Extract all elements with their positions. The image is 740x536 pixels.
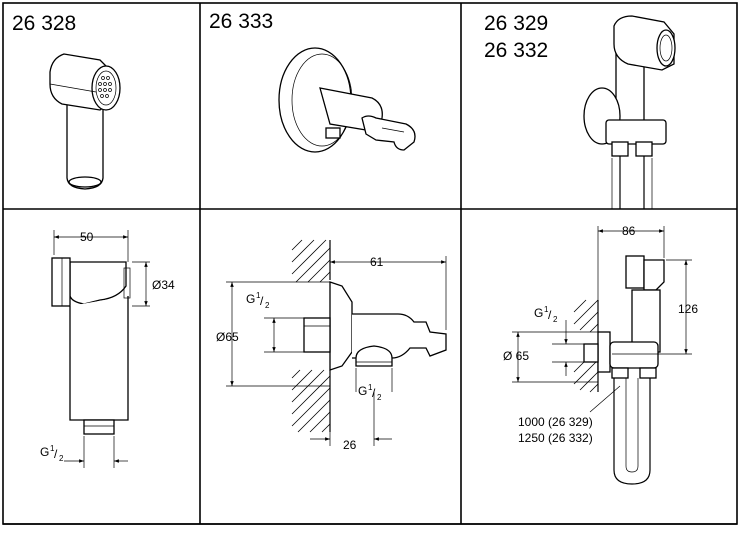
- dim-diameter-65-set: Ø 65: [503, 349, 529, 363]
- svg-text:1: 1: [50, 444, 55, 453]
- svg-text:G: G: [246, 292, 255, 306]
- product-code-26333: 26 333: [209, 10, 273, 33]
- svg-text:G: G: [358, 384, 367, 398]
- svg-text:/: /: [372, 386, 376, 400]
- wall-holder-side-view: [303, 281, 447, 371]
- dimension-lines-shower-set: [512, 226, 692, 413]
- svg-text:/: /: [54, 447, 58, 461]
- svg-text:2: 2: [59, 454, 64, 463]
- svg-text:2: 2: [265, 301, 270, 310]
- dim-width-86: 86: [622, 224, 636, 238]
- dim-height-126: 126: [678, 302, 698, 316]
- svg-text:/: /: [548, 308, 552, 322]
- product-code-26329: 26 329: [484, 12, 548, 35]
- svg-text:1: 1: [256, 291, 261, 300]
- shower-set-perspective: [583, 15, 676, 209]
- hand-shower-perspective: [49, 53, 121, 190]
- dim-thread-shower-set: G 1 / 2: [534, 305, 558, 324]
- svg-text:G: G: [40, 445, 49, 459]
- svg-text:2: 2: [553, 315, 558, 324]
- svg-text:2: 2: [377, 393, 382, 402]
- svg-text:1: 1: [368, 383, 373, 392]
- svg-text:G: G: [534, 306, 543, 320]
- dim-thread-hand-shower: G 1 / 2: [40, 444, 64, 463]
- product-code-26328: 26 328: [12, 12, 76, 35]
- dimension-lines-wall-holder: [226, 252, 447, 446]
- wall-holder-perspective: [278, 47, 416, 153]
- dim-thread-top-wall-holder: G 1 / 2: [246, 291, 270, 310]
- shower-set-side-view: [583, 255, 665, 485]
- dim-offset-26: 26: [343, 438, 357, 452]
- wall-section-hatch-p5: [291, 239, 331, 433]
- product-code-26332: 26 332: [484, 39, 548, 62]
- panel-grid: [2, 2, 738, 525]
- hand-shower-side-view: [51, 257, 131, 435]
- dim-thread-bottom-wall-holder: G 1 / 2: [358, 383, 382, 402]
- dim-hose-length-1250: 1250 (26 332): [518, 431, 593, 445]
- svg-text:1: 1: [544, 305, 549, 314]
- dim-diameter-65: Ø65: [216, 330, 239, 344]
- dim-diameter-34: Ø34: [152, 278, 175, 292]
- dim-hose-length-1000: 1000 (26 329): [518, 415, 593, 429]
- dim-width-50: 50: [80, 230, 94, 244]
- dim-length-61: 61: [370, 255, 384, 269]
- svg-text:/: /: [260, 294, 264, 308]
- dimension-lines-hand-shower: [53, 230, 150, 468]
